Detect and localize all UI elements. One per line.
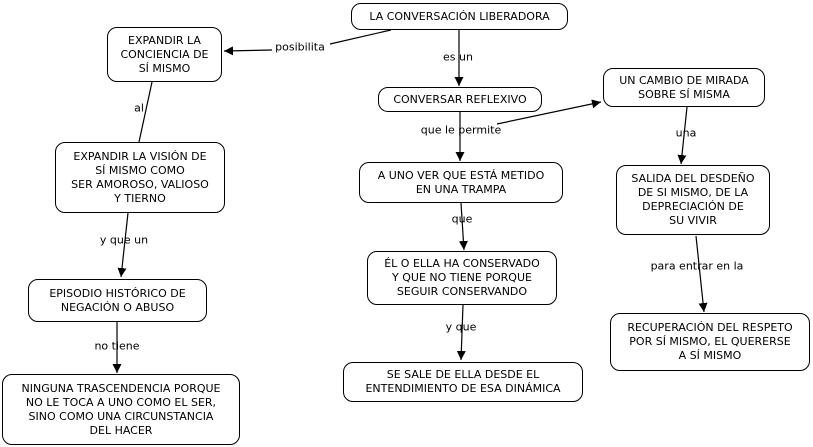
node-se-sale-de-ella: SE SALE DE ELLA DESDE EL ENTENDIMIENTO D…: [343, 362, 583, 402]
edge-label-al: al: [134, 101, 144, 115]
edge-label-para-entrar-en-la: para entrar en la: [650, 259, 744, 273]
node-recuperacion-del-respeto: RECUPERACIÓN DEL RESPETO POR SÍ MISMO, E…: [610, 313, 810, 371]
node-expandir-la-conciencia: EXPANDIR LA CONCIENCIA DE SÍ MISMO: [107, 27, 222, 82]
edge-posibilita-segment: [329, 29, 392, 45]
edge-label-y-que-un: y que un: [99, 233, 149, 247]
edge-label-una: una: [675, 126, 697, 140]
edge-label-y-que: y que: [445, 320, 477, 334]
node-conversar-reflexivo: CONVERSAR REFLEXIVO: [378, 87, 542, 112]
node-el-o-ella-ha-conservado: ÉL O ELLA HA CONSERVADO Y QUE NO TIENE P…: [367, 251, 557, 305]
edge-label-es-un: es un: [443, 50, 473, 64]
edge-para-entrar-en-la: [695, 235, 708, 313]
node-ninguna-trascendencia: NINGUNA TRASCENDENCIA PORQUE NO LE TOCA …: [2, 374, 240, 445]
edge-que: [458, 202, 468, 251]
node-la-conversacion-liberadora: LA CONVERSACIÓN LIBERADORA: [351, 3, 568, 30]
edge-y-que: [456, 304, 466, 361]
edge-una: [677, 106, 688, 165]
edge-label-que: que: [451, 212, 473, 226]
node-un-cambio-de-mirada: UN CAMBIO DE MIRADA SOBRE SÍ MISMA: [603, 68, 765, 107]
node-salida-del-desdeno: SALIDA DEL DESDEÑO DE SI MISMO, DE LA DE…: [616, 165, 770, 235]
edge-posibilita-arrow: [223, 46, 273, 56]
edge-to-cambio-de-mirada: [496, 99, 602, 125]
edge-label-no-tiene: no tiene: [94, 339, 140, 353]
edge-label-que-le-permite: que le permite: [420, 123, 502, 137]
node-expandir-la-vision: EXPANDIR LA VISIÓN DE SÍ MISMO COMO SER …: [55, 142, 225, 213]
edge-al: [138, 81, 153, 143]
node-episodio-historico: EPISODIO HISTÓRICO DE NEGACIÓN O ABUSO: [28, 279, 207, 322]
edge-label-posibilita: posibilita: [275, 40, 325, 54]
edge-y-que-un: [117, 212, 129, 278]
node-a-uno-ver-trampa: A UNO VER QUE ESTÁ METIDO EN UNA TRAMPA: [359, 162, 563, 203]
